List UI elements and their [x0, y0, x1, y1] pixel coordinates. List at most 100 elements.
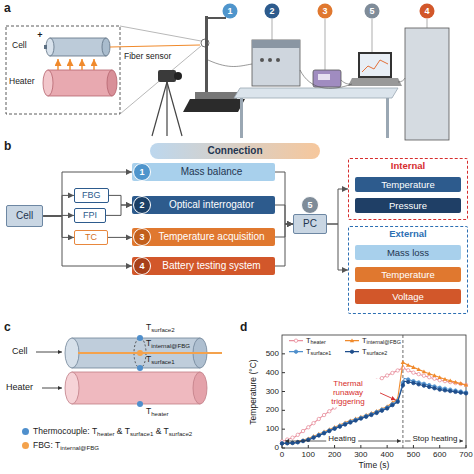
label-text: Heating: [326, 434, 358, 443]
cables-path: [341, 80, 350, 84]
mass-balance-polygon: [183, 99, 245, 112]
tick: [282, 391, 285, 392]
subscript: internal@FBG: [151, 342, 190, 349]
series-marker: [427, 371, 431, 375]
series-marker: [401, 384, 404, 387]
connector-arrow: [109, 195, 132, 205]
subscript: heater: [151, 410, 168, 417]
sensor-positions-circle: [137, 350, 143, 356]
label-text: 400: [380, 450, 393, 459]
callout-number: 2: [133, 196, 151, 214]
series-marker: [464, 392, 467, 395]
measure-box: Mass loss: [355, 245, 461, 260]
series-marker: [428, 375, 431, 378]
heater-cylinder: [43, 70, 117, 96]
subscript: internal@FBG: [367, 339, 401, 345]
optical-interrogator: [252, 19, 300, 86]
node-text: Cell: [16, 210, 33, 222]
battery-cycler: [405, 19, 449, 140]
temperature-logger-line: [325, 19, 326, 70]
sensor-box: TC: [74, 230, 108, 245]
series-marker: [350, 339, 354, 343]
callout-number: 5: [301, 196, 319, 214]
subscript: surface1: [311, 350, 332, 356]
series-marker: [411, 365, 415, 369]
node-text: Temperature acquisition: [154, 231, 269, 243]
external-group: ExternalMass lossTemperatureVoltage: [348, 226, 468, 314]
subscript: surface1: [130, 430, 153, 437]
laptop-path: [362, 60, 388, 72]
cables-path: [208, 60, 252, 67]
laptop: [348, 19, 402, 86]
series-line: [282, 368, 466, 441]
series-marker: [428, 385, 431, 388]
heater-cylinder-c-ellipse: [65, 372, 79, 404]
cell-cylinder-rect: [50, 38, 106, 56]
legend-text: Tsurface1: [306, 348, 331, 357]
node-text: Mass balance: [154, 166, 269, 178]
camera-tripod-rect: [158, 70, 176, 82]
series-marker: [291, 436, 294, 439]
label-text: Theater: [146, 407, 169, 417]
sensor-box: FPI: [74, 208, 106, 223]
plot-frame: [282, 335, 466, 448]
optical-interrogator-circle: [268, 58, 272, 62]
sensor-positions: [78, 335, 222, 407]
heat-arrows-line: [69, 59, 70, 70]
label-text: Thermal runaway triggering: [316, 379, 380, 407]
lab-table-polygon: [234, 88, 398, 98]
heat-arrows-line: [81, 59, 82, 70]
series-marker: [454, 390, 457, 393]
cell-cylinder-rect: [44, 45, 47, 49]
series-marker: [343, 422, 346, 425]
callout-number: 4: [133, 257, 151, 275]
measure-box: Voltage: [355, 289, 461, 304]
device-box: 2Optical interrogator: [132, 196, 275, 214]
node-text: Voltage: [359, 291, 457, 302]
zoom-inset-line: [120, 26, 201, 41]
series-marker: [459, 391, 462, 394]
connector-arrow: [275, 224, 293, 266]
legend-item: Tinternal@FBG: [344, 337, 401, 346]
connector-arrow: [275, 172, 293, 224]
label-text: 400: [266, 368, 279, 377]
series-marker: [375, 411, 378, 414]
label-text: 300: [266, 387, 279, 396]
series-marker: [406, 380, 409, 383]
leader-arrows-line: [42, 388, 62, 389]
series-marker: [422, 384, 425, 387]
series-marker: [350, 350, 353, 353]
series-marker: [333, 427, 336, 430]
series-marker: [294, 339, 297, 342]
connector-arrow: [43, 216, 74, 237]
label-text: 300: [354, 450, 367, 459]
label-text: +: [37, 30, 42, 40]
series-marker: [385, 374, 388, 377]
series-marker: [412, 381, 415, 384]
series-marker: [294, 350, 297, 353]
temperature-logger: [313, 19, 341, 87]
optical-interrogator-rect: [252, 40, 300, 48]
label-text: 500: [266, 349, 279, 358]
tick: [360, 445, 361, 448]
cables: [208, 60, 405, 88]
series-marker: [364, 415, 367, 418]
temperature-chart: [280, 335, 468, 448]
pc-box: 5PC: [293, 214, 327, 234]
label-text: Stop heating: [411, 434, 460, 443]
series-marker: [317, 417, 320, 420]
node-text: Temperature: [359, 179, 457, 190]
camera-tripod-line: [166, 82, 167, 136]
connector-arrow: [275, 224, 293, 237]
lab-table: [234, 88, 398, 138]
mass-balance-rect: [195, 92, 237, 99]
series-marker: [464, 383, 468, 387]
legend-item: Tsurface1: [288, 348, 331, 357]
tick: [282, 372, 285, 373]
tick: [413, 445, 414, 448]
connector-arrow: [275, 205, 293, 224]
series-marker: [354, 418, 357, 421]
series-marker: [433, 377, 436, 380]
legend-item: FBG: Tinternal@FBG: [22, 441, 99, 451]
